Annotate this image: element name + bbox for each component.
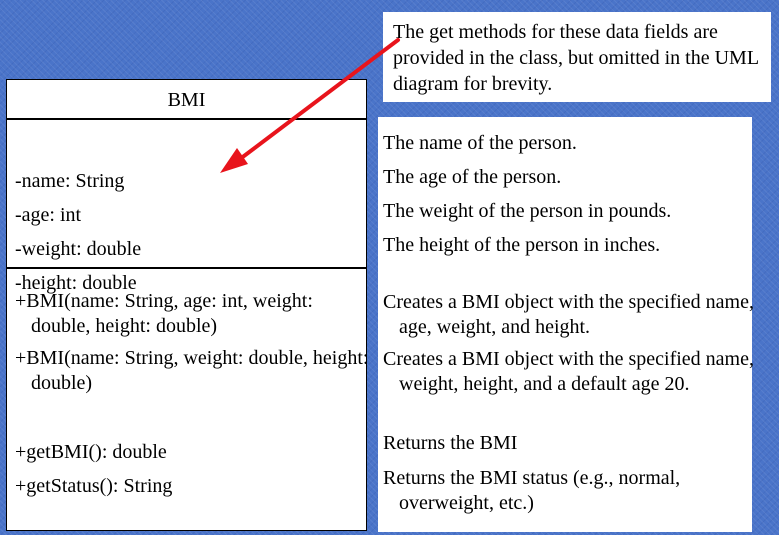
uml-attribute: -weight: double [15, 238, 142, 260]
uml-operations-section: +BMI(name: String, age: int, weight: dou… [7, 269, 368, 529]
description-panel [378, 117, 752, 532]
uml-class-name: BMI [7, 80, 366, 120]
uml-operation: +getStatus(): String [15, 475, 173, 497]
attribute-description: The age of the person. [383, 166, 562, 188]
uml-attributes-section: -name: String -age: int -weight: double … [7, 120, 366, 294]
operation-description: Returns the BMI status (e.g., normal, ov… [383, 467, 681, 514]
uml-attribute: -height: double [15, 272, 137, 294]
attribute-description: The weight of the person in pounds. [383, 200, 672, 222]
uml-operation: +BMI(name: String, weight: double, heigh… [15, 347, 369, 394]
uml-operation: +getBMI(): double [15, 441, 167, 463]
operation-description: Creates a BMI object with the specified … [383, 348, 754, 395]
uml-attribute: -name: String [15, 170, 125, 192]
attribute-description: The name of the person. [383, 132, 577, 154]
operation-description: Returns the BMI [383, 432, 518, 454]
uml-operation: +BMI(name: String, age: int, weight: dou… [15, 290, 313, 337]
uml-attribute: -age: int [15, 204, 82, 226]
note-text: The get methods for these data fields ar… [393, 21, 759, 95]
attribute-description: The height of the person in inches. [383, 234, 661, 256]
uml-class-box: BMI -name: String -age: int -weight: dou… [6, 79, 368, 531]
operation-description: Creates a BMI object with the specified … [383, 291, 754, 338]
note-box: The get methods for these data fields ar… [383, 12, 771, 102]
